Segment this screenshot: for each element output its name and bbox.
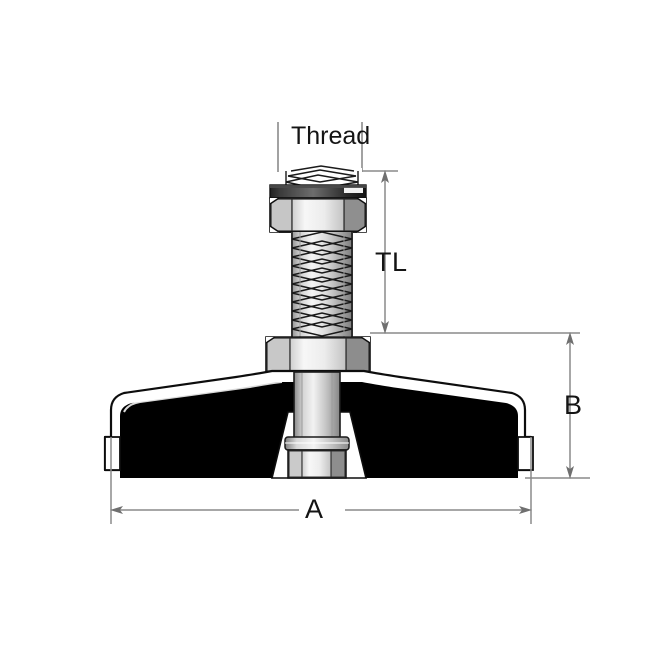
center-shaft	[293, 371, 341, 441]
dimension-thread	[277, 122, 363, 172]
dimension-b	[525, 332, 590, 479]
dimension-tl	[362, 170, 580, 334]
thread-length-dimension-label: TL	[375, 247, 408, 277]
base-hex-nut	[287, 449, 347, 479]
base-washer	[284, 436, 350, 451]
threaded-stud	[291, 231, 353, 337]
height-dimension-label: B	[564, 390, 583, 420]
top-washer	[269, 184, 367, 199]
upper-hex-nut	[269, 197, 367, 233]
dimension-a	[110, 437, 532, 524]
thread-dimension-label: Thread	[291, 122, 371, 150]
base-diameter-dimension-label: A	[305, 494, 324, 524]
